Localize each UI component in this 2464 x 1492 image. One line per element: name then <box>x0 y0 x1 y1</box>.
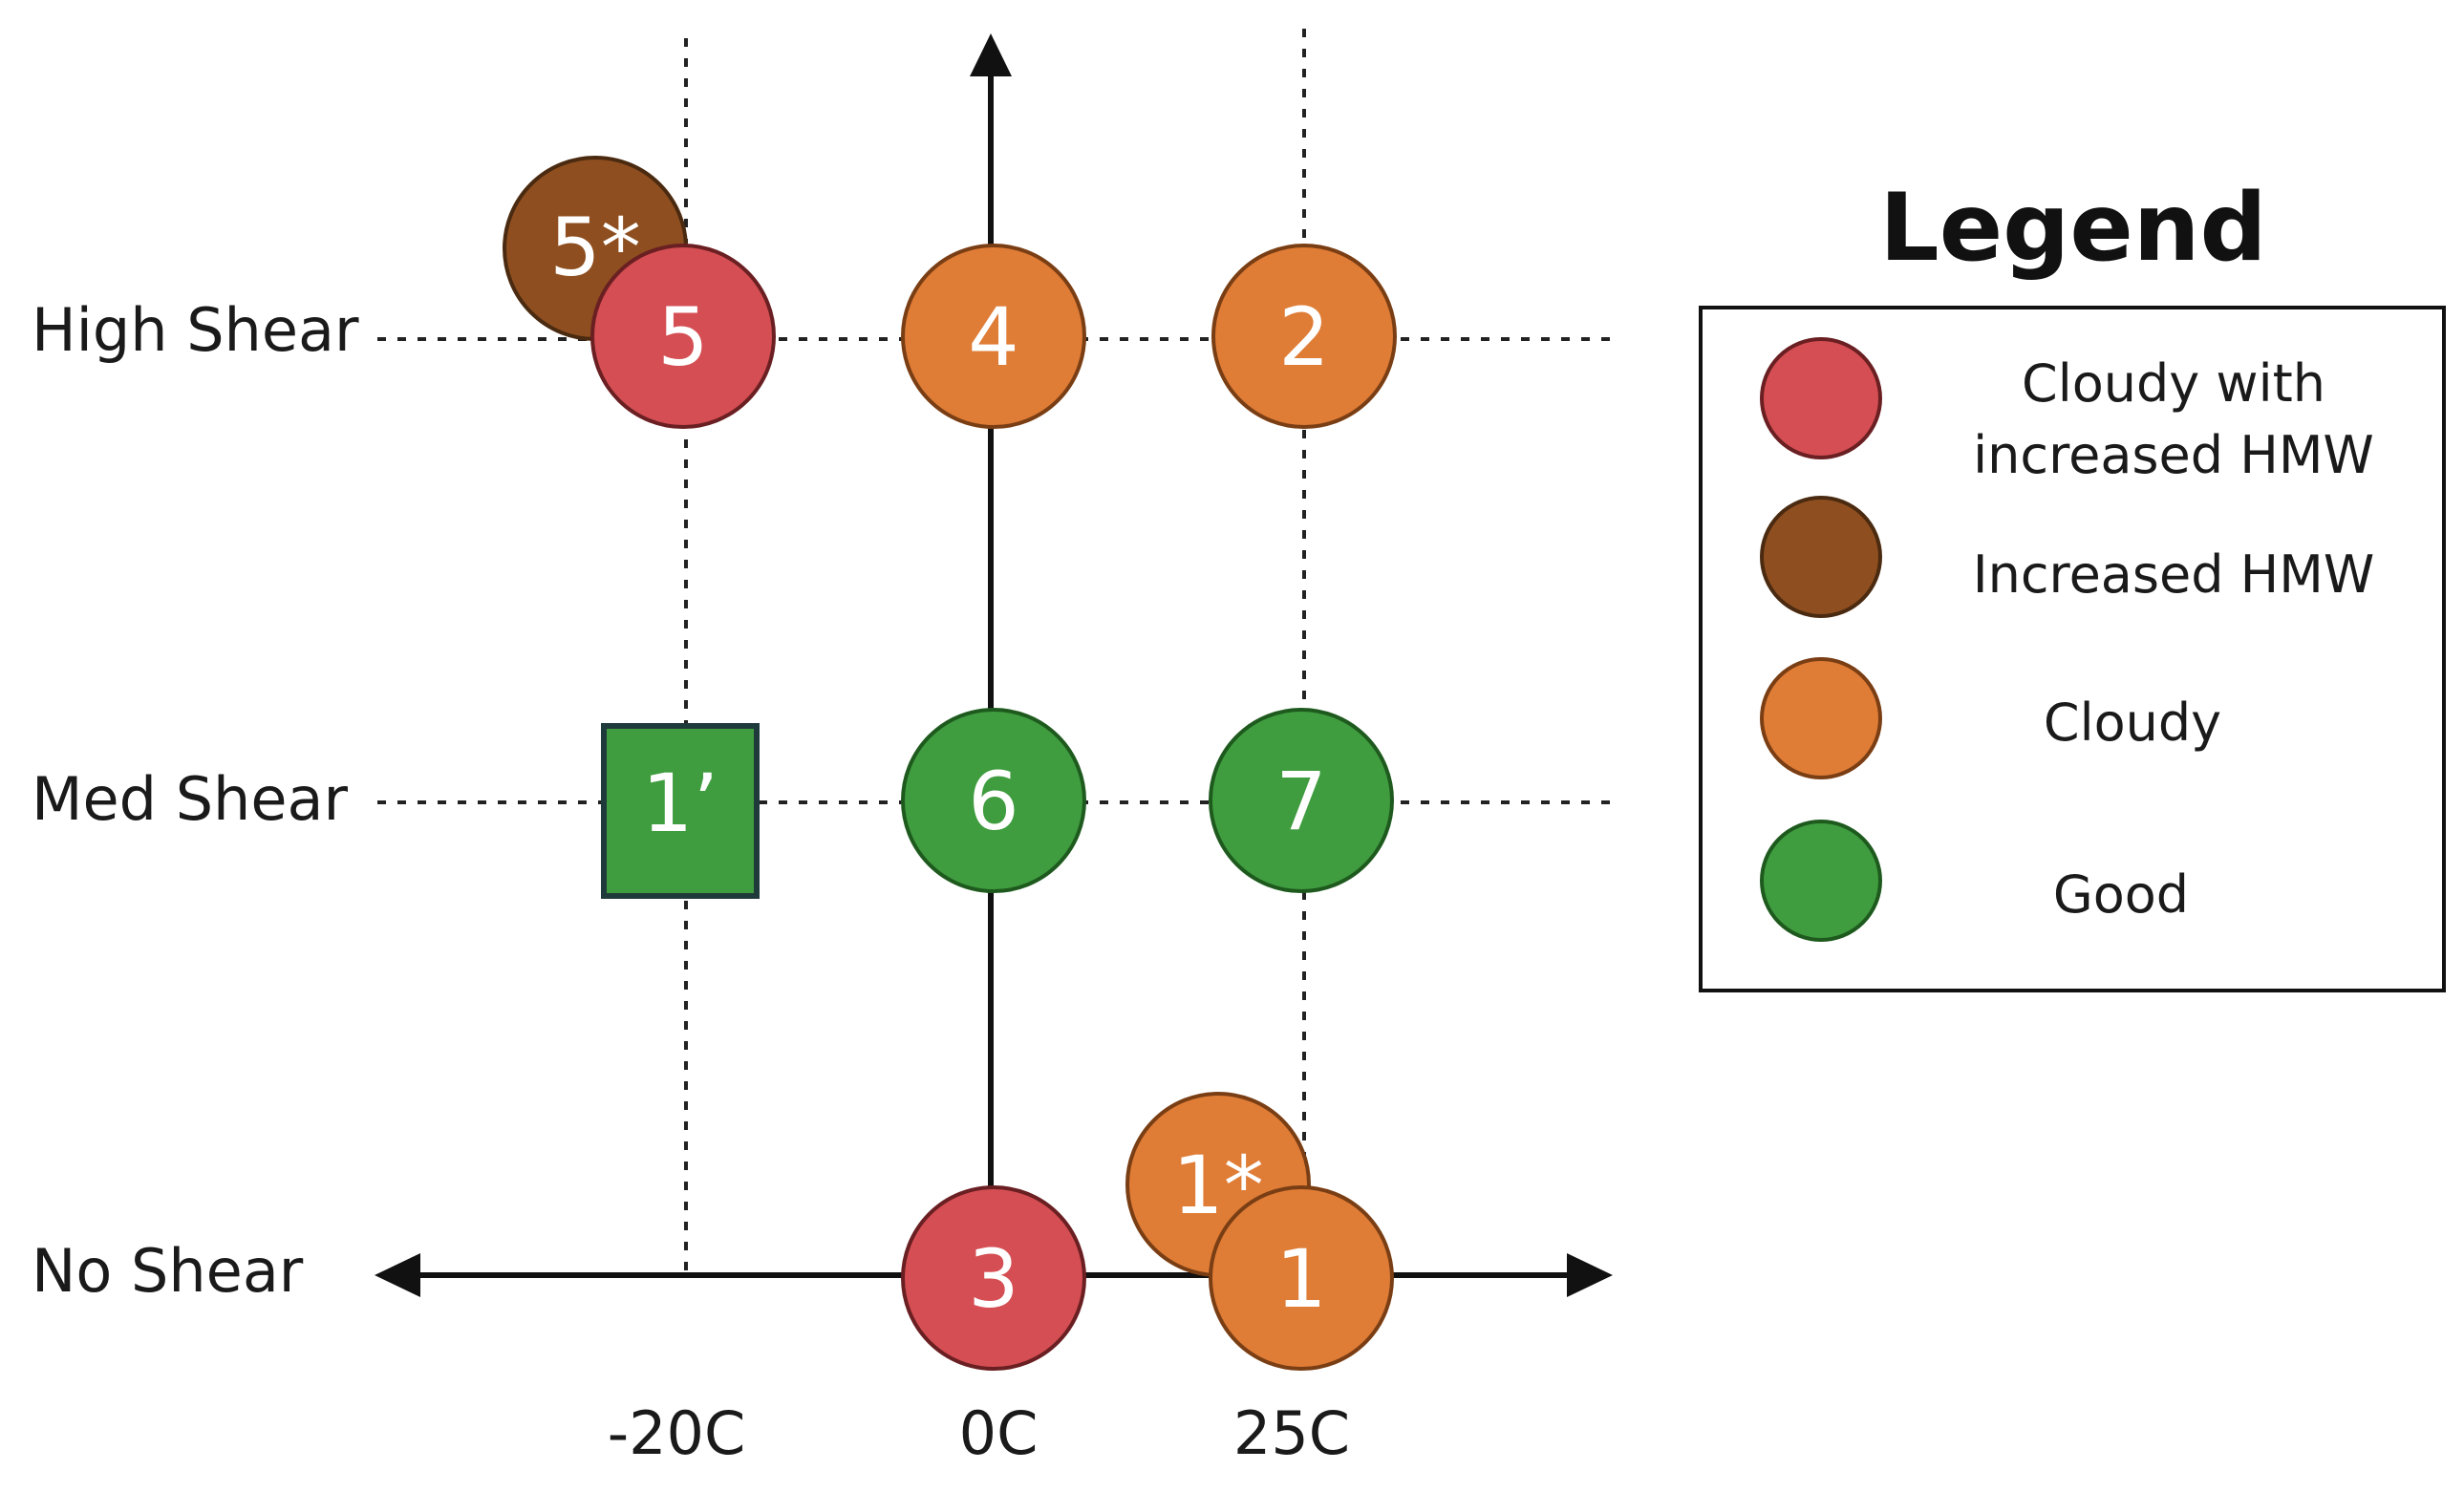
column-label-minus20: -20C <box>608 1398 746 1468</box>
legend-swatch-orange <box>1760 657 1882 779</box>
marker-5: 5 <box>590 244 776 429</box>
row-label-high-shear: High Shear <box>32 295 359 365</box>
marker-7: 7 <box>1209 708 1394 893</box>
marker-2: 2 <box>1211 244 1397 429</box>
legend-swatch-red <box>1760 337 1882 459</box>
marker-1: 1 <box>1209 1185 1394 1371</box>
column-label-zero: 0C <box>959 1398 1039 1468</box>
x-axis-left-arrowhead <box>375 1253 420 1297</box>
marker-4: 4 <box>901 244 1086 429</box>
column-label-plus25: 25C <box>1233 1398 1350 1468</box>
legend-swatch-brown <box>1760 496 1882 618</box>
legend-swatch-green <box>1760 820 1882 942</box>
row-label-no-shear: No Shear <box>32 1236 304 1306</box>
y-axis-arrowhead <box>970 33 1012 76</box>
legend-item-cloudy: Cloudy <box>1760 657 2221 779</box>
legend-label-increased-hmw-line2: increased HMW <box>1973 425 2374 485</box>
legend-item-increased-hmw: Increased HMW <box>1760 496 2375 618</box>
legend-item-good: Good <box>1760 820 2189 942</box>
marker-6: 6 <box>901 708 1086 893</box>
marker-3-label: 3 <box>968 1232 1018 1326</box>
marker-5-label: 5 <box>657 290 708 384</box>
legend-title: Legend <box>1879 174 2266 283</box>
marker-1-prime: 1’ <box>601 723 760 899</box>
x-axis-right-arrowhead <box>1567 1253 1613 1297</box>
marker-4-label: 4 <box>968 290 1018 384</box>
marker-3: 3 <box>901 1185 1086 1371</box>
legend: Legend Cloudy with increased HMW Increas… <box>1699 174 2446 992</box>
marker-1-prime-label: 1’ <box>642 757 718 850</box>
marker-6-label: 6 <box>968 755 1018 848</box>
marker-7-label: 7 <box>1275 755 1326 848</box>
legend-item-cloudy-increased-hmw: Cloudy with increased HMW <box>1760 337 2374 485</box>
legend-label-cloudy-with: Cloudy with <box>2022 353 2325 414</box>
legend-label-increased-hmw: Increased HMW <box>1973 544 2375 605</box>
legend-label-good: Good <box>2053 864 2189 925</box>
marker-2-label: 2 <box>1278 290 1329 384</box>
row-label-med-shear: Med Shear <box>32 764 348 834</box>
marker-1-label: 1 <box>1275 1232 1326 1326</box>
legend-label-cloudy: Cloudy <box>2044 693 2221 753</box>
